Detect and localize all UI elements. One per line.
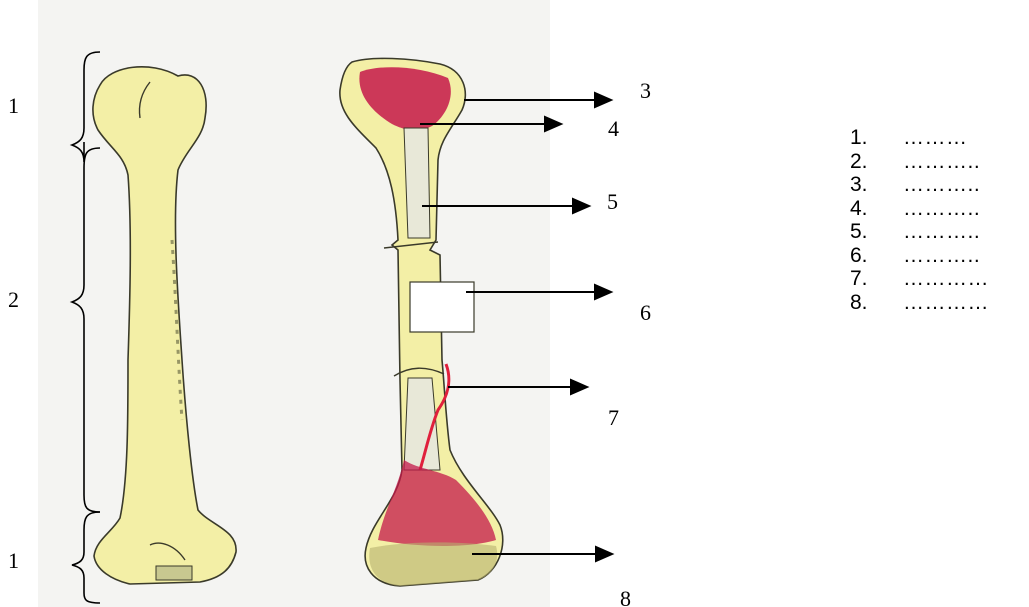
answer-number: 6. — [850, 244, 903, 268]
answer-number: 1. — [850, 126, 903, 150]
answer-blank: ……….. — [903, 173, 980, 197]
answer-list: 1.……… 2.……….. 3.……….. 4.……….. 5.……….. 6.… — [850, 126, 989, 314]
arrow-7-head — [571, 380, 587, 394]
brace-label-top: 1 — [8, 93, 19, 118]
answer-blank: ……….. — [903, 197, 980, 221]
brace-label-middle: 2 — [8, 287, 19, 312]
arrow-6-head — [595, 285, 611, 299]
answer-number: 3. — [850, 173, 903, 197]
bone-external-notch — [156, 566, 192, 580]
answer-row: 6.……….. — [850, 244, 989, 268]
pointer-number-8: 8 — [620, 586, 631, 607]
answer-row: 2.……….. — [850, 150, 989, 174]
pointer-number-3: 3 — [640, 78, 651, 103]
brace-label-bottom: 1 — [8, 548, 19, 573]
pointer-number-4: 4 — [608, 116, 619, 141]
answer-blank: ……….. — [903, 150, 980, 174]
answer-row: 5.……….. — [850, 220, 989, 244]
answer-blank: ………… — [903, 267, 989, 291]
answer-row: 1.……… — [850, 126, 989, 150]
answer-blank: ……… — [903, 126, 968, 150]
answer-number: 4. — [850, 197, 903, 221]
answer-number: 8. — [850, 291, 903, 315]
answer-row: 4.……….. — [850, 197, 989, 221]
answer-blank: ……….. — [903, 244, 980, 268]
answer-row: 3.……….. — [850, 173, 989, 197]
periosteum-flap — [410, 282, 474, 332]
pointer-number-6: 6 — [640, 300, 651, 325]
medullary-cavity-upper — [404, 128, 430, 238]
answer-row: 7.………… — [850, 267, 989, 291]
answer-row: 8.………… — [850, 291, 989, 315]
arrow-5-head — [573, 199, 589, 213]
answer-number: 2. — [850, 150, 903, 174]
articular-cartilage-bottom — [369, 542, 497, 586]
pointer-number-5: 5 — [607, 189, 618, 214]
answer-number: 5. — [850, 220, 903, 244]
arrow-4-head — [545, 117, 561, 131]
answer-blank: ……….. — [903, 220, 980, 244]
pointer-number-7: 7 — [608, 405, 619, 430]
arrow-3-head — [595, 93, 611, 107]
answer-number: 7. — [850, 267, 903, 291]
arrow-8-head — [596, 547, 612, 561]
answer-blank: ………… — [903, 291, 989, 315]
